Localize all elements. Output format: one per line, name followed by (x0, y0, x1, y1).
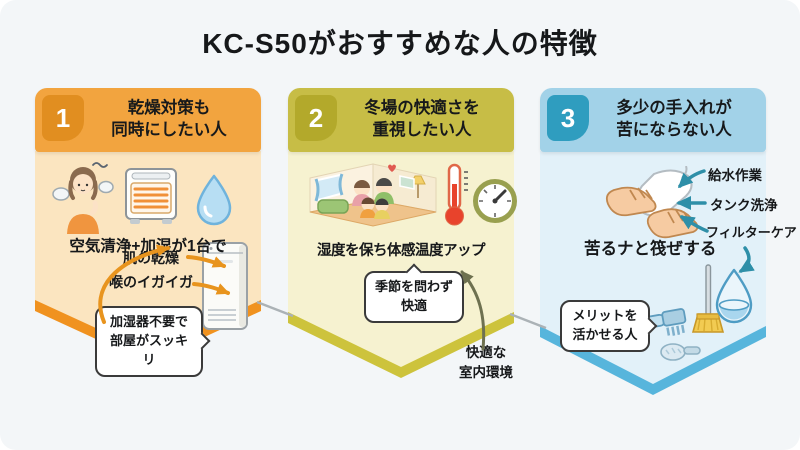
footnote-line: 室内環境 (459, 365, 513, 381)
bubble-line: 季節を問わず (374, 279, 453, 294)
heading-line: 多少の手入れが (616, 99, 732, 118)
maintenance-label-filter-care: フィルターケア (706, 225, 797, 240)
heading-line: 冬場の快適さを (364, 99, 480, 118)
water-drop-tank-icon (715, 268, 753, 324)
fan-heater-icon (125, 168, 177, 224)
maintenance-label-water-supply: 給水作業 (708, 168, 762, 183)
heading-line: 乾燥対策も (127, 99, 211, 118)
humidity-gauge-icon (473, 179, 517, 223)
dry-skin-woman-icon (52, 162, 114, 234)
heading-line: 同時にしたい人 (111, 121, 227, 139)
bubble-line: 快適 (400, 297, 427, 313)
panel-caption: 湿度を保ち体感温度アップ (317, 243, 486, 259)
panel-number-badge: 3 (547, 95, 589, 141)
benefit-bubble: 季節を問わず 快適 (364, 271, 464, 323)
heading-line: 苦にならない人 (616, 121, 732, 139)
panel-header: 1 乾燥対策も 同時にしたい人 (35, 88, 261, 152)
bubble-line: メリットを (572, 308, 638, 323)
panel-number-badge: 2 (295, 95, 337, 141)
page-title: KC-S50がおすすめな人の特徴 (202, 28, 598, 59)
panel-caption: 苦るナと筏ぜする (584, 240, 717, 258)
panel-heading: 冬場の快適さを 重視したい人 (334, 88, 510, 152)
hand-brush-icon (660, 343, 701, 361)
bubble-line: 部屋がスッキリ (109, 332, 188, 367)
heading-line: 重視したい人 (372, 121, 472, 139)
panel-heading: 多少の手入れが 苦にならない人 (586, 88, 762, 152)
maintenance-label-tank-wash: タンク洗浄 (710, 198, 778, 213)
panel-header: 2 冬場の快適さを 重視したい人 (288, 88, 514, 152)
panel1-panel2-connector (256, 300, 294, 318)
panel-number-badge: 1 (42, 95, 84, 141)
symptom-label-dry-skin: 肌の乾燥 (123, 250, 179, 266)
hands-wiping-cloth-icon (605, 166, 699, 239)
bubble-line: 活かせる人 (572, 326, 638, 342)
panel-header: 3 多少の手入れが 苦にならない人 (540, 88, 766, 152)
thermometer-icon (445, 163, 468, 226)
broom-icon (691, 264, 725, 333)
family-living-room-icon (309, 163, 437, 227)
benefit-bubble: メリットを 活かせる人 (560, 300, 650, 352)
comfort-environment-note: 快適な 室内環境 (448, 343, 524, 384)
symptom-label-throat: 喉のイガイガ (109, 274, 193, 290)
water-drop-icon (196, 174, 232, 226)
panel-heading: 乾燥対策も 同時にしたい人 (81, 88, 257, 152)
benefit-bubble: 加湿器不要で 部屋がスッキリ (95, 306, 203, 377)
footnote-line: 快適な (465, 345, 507, 360)
bubble-line: 加湿器不要で (109, 314, 188, 329)
